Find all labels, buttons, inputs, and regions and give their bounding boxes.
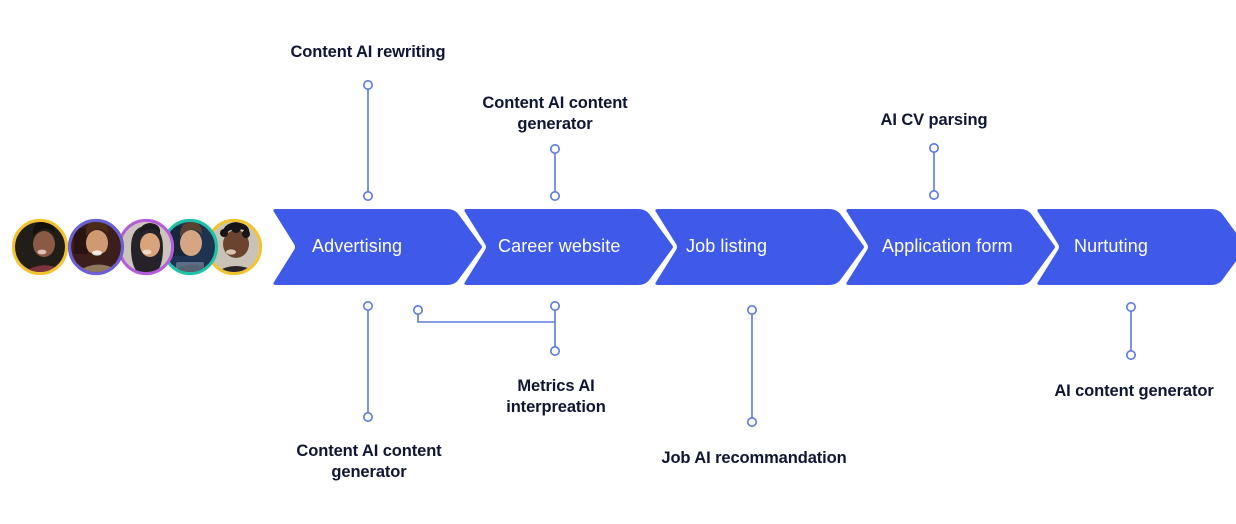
avatar-2[interactable] (67, 218, 125, 276)
annotation-content-ai-rewriting: Content AI rewriting (290, 43, 446, 61)
annotation-content-ai-content-generator-top: Content AI content generator (482, 94, 628, 133)
connector-content-ai-content-generator-top (549, 144, 560, 202)
connector-content-ai-rewriting (362, 80, 373, 202)
chevron-nurturing[interactable] (1037, 209, 1236, 285)
annotation-metrics-ai-interpretation: Metrics AI interpreation (506, 377, 606, 416)
avatar-4[interactable] (161, 218, 219, 276)
annotation-job-ai-recommendation: Job AI recommandation (661, 449, 847, 467)
chevron-application-form[interactable] (846, 209, 1055, 285)
connector-ai-cv-parsing (928, 143, 939, 201)
avatar-3[interactable] (117, 218, 175, 276)
connector-ai-content-generator (1126, 301, 1137, 360)
connector-metrics-ai-interpretation (412, 300, 560, 356)
annotation-content-ai-content-generator-bottom: Content AI content generator (296, 442, 442, 481)
annotation-ai-cv-parsing: AI CV parsing (880, 111, 988, 129)
connector-content-ai-content-generator-bottom (362, 300, 373, 422)
avatar-1[interactable] (11, 218, 69, 276)
chevron-career-website[interactable] (464, 209, 673, 285)
chevron-advertising[interactable] (273, 209, 482, 285)
annotation-ai-content-generator: AI content generator (1054, 382, 1214, 400)
chevron-job-listing[interactable] (655, 209, 864, 285)
connector-job-ai-recommendation (746, 304, 757, 427)
